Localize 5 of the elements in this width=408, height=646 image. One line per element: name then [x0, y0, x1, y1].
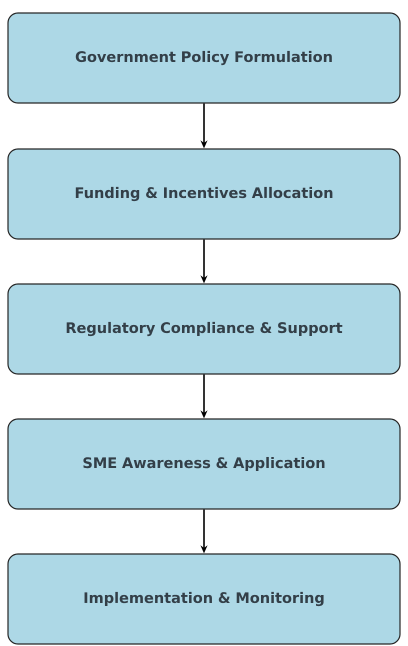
process-box: SME Awareness & Application [7, 418, 401, 510]
process-box: Implementation & Monitoring [7, 553, 401, 645]
process-box: Government Policy Formulation [7, 12, 401, 104]
process-box: Regulatory Compliance & Support [7, 283, 401, 375]
process-box: Funding & Incentives Allocation [7, 148, 401, 240]
